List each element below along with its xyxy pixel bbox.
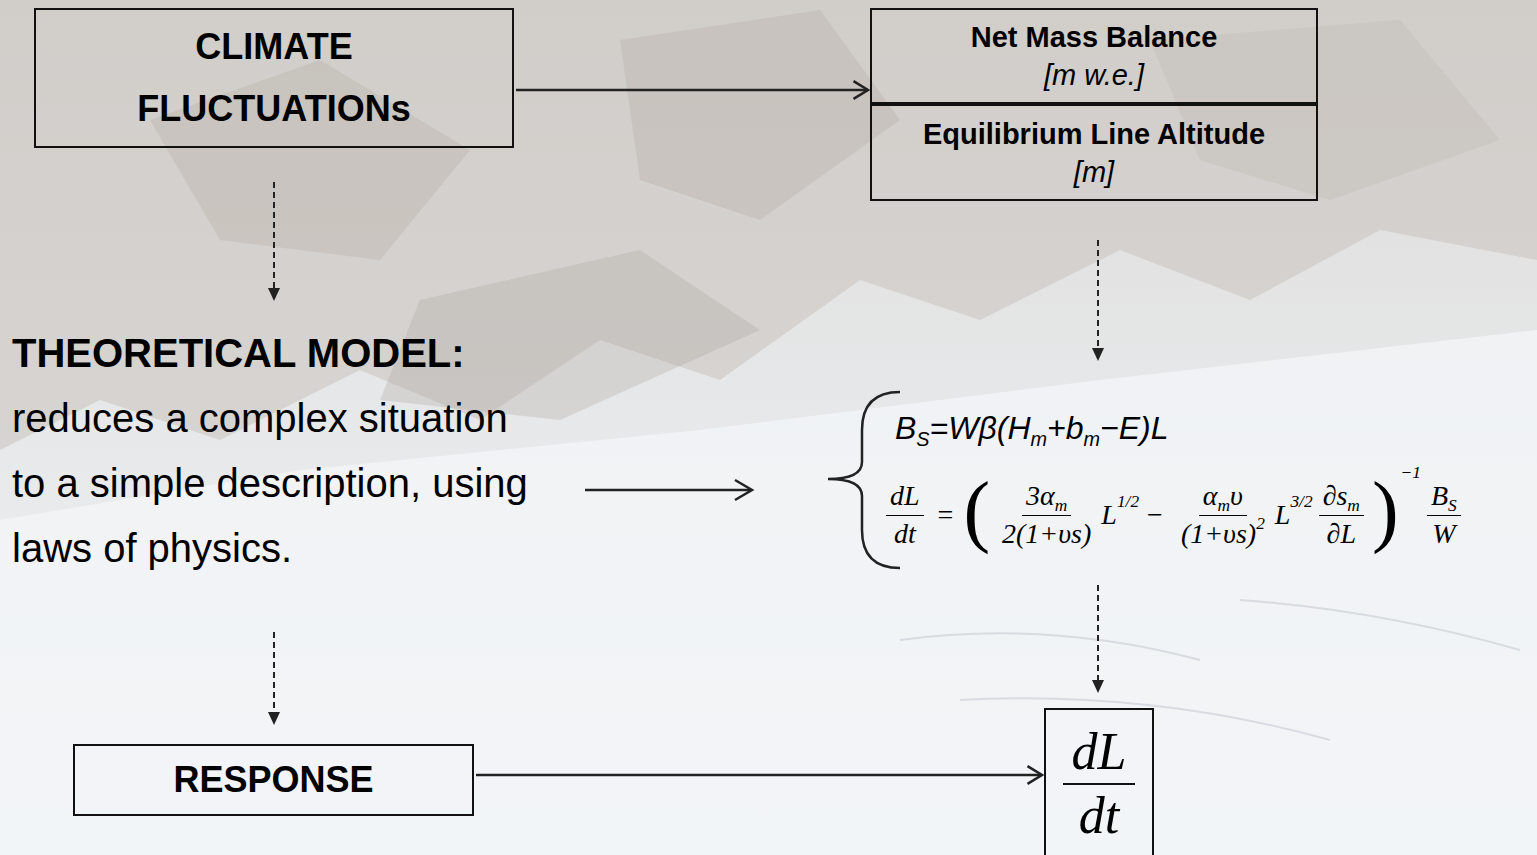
rock-patch — [620, 10, 900, 220]
denominator: dt — [890, 516, 920, 550]
dashed-arrow — [1097, 240, 1099, 350]
mass-balance-equation: BS=Wβ(Hm+bm−E)L — [895, 408, 1169, 452]
solid-arrow — [585, 489, 750, 492]
node-text: CLIMATE FLUCTUATIONs — [104, 16, 444, 140]
node-content: CLIMATE FLUCTUATIONs — [104, 16, 444, 140]
numerator: ∂sm — [1319, 480, 1364, 515]
dashed-arrow — [273, 632, 275, 714]
subscript: m — [1084, 428, 1101, 450]
arrow-head — [268, 712, 280, 725]
arrow-head — [1092, 680, 1104, 693]
fraction-bar — [1063, 783, 1135, 785]
arrow-head — [268, 288, 280, 301]
parenthesis: ) — [1372, 470, 1399, 550]
node-text: dt — [1079, 787, 1119, 845]
fraction: BSW — [1427, 480, 1461, 549]
node-content: Equilibrium Line Altitude[m] — [923, 115, 1265, 191]
superscript: −1 — [1401, 463, 1421, 483]
superscript: 2 — [1256, 514, 1265, 533]
equation-term: L — [1275, 499, 1291, 531]
connector-arrow — [476, 766, 1042, 784]
node-text: Net Mass Balance — [971, 18, 1218, 56]
fraction: 3αm2(1+υs) — [998, 480, 1095, 549]
fraction: ∂sm∂L — [1319, 480, 1364, 549]
numerator: αmυ — [1199, 480, 1247, 515]
subscript: m — [1055, 496, 1068, 515]
subscript: m — [1347, 496, 1360, 515]
equation-term: 3α — [1026, 480, 1055, 511]
numerator: 3αm — [1022, 480, 1071, 515]
numerator: BS — [1427, 480, 1461, 515]
model-heading: THEORETICAL MODEL: — [12, 330, 465, 376]
climate-box: CLIMATE FLUCTUATIONs — [34, 8, 514, 148]
arrow-head — [854, 81, 868, 99]
subscript: S — [916, 428, 929, 450]
node-text: RESPONSE — [173, 758, 373, 802]
fraction: dL dt — [886, 480, 924, 549]
dashed-arrow — [273, 182, 275, 290]
response-box: RESPONSE — [73, 744, 474, 816]
ela-box: Equilibrium Line Altitude[m] — [870, 104, 1318, 201]
equation-term: dL — [890, 480, 920, 511]
fraction: αmυ(1+υs)2 — [1177, 480, 1269, 549]
crevasse-lines — [900, 600, 1520, 740]
equation-term: −E)L — [1100, 410, 1168, 446]
model-description: reduces a complex situation to a simple … — [12, 386, 530, 581]
equation-term: 2(1+υs) — [1002, 518, 1091, 549]
dashed-arrow — [1097, 585, 1099, 682]
denominator: 2(1+υs) — [998, 516, 1095, 550]
subscript: S — [1448, 496, 1457, 515]
length-change-equation: dLdt=(3αm2(1+υs)L1/2−αmυ(1+υs)2L3/2∂sm∂L… — [880, 475, 1467, 555]
node-content: Net Mass Balance[m w.e.] — [971, 18, 1218, 94]
node-text: Equilibrium Line Altitude — [923, 115, 1265, 153]
equation-term: ∂L — [1327, 518, 1356, 549]
denominator: W — [1428, 516, 1459, 550]
equation-term: dt — [894, 518, 916, 549]
equation-term: +b — [1047, 410, 1083, 446]
equation-term: α — [1203, 480, 1218, 511]
equation-term: W — [1432, 518, 1455, 549]
superscript: 1/2 — [1117, 492, 1139, 512]
node-text: [m w.e.] — [1044, 56, 1144, 94]
equation-term: B — [1431, 480, 1448, 511]
subscript: m — [1031, 428, 1048, 450]
arrow-head — [1092, 348, 1104, 361]
result-box: dL dt — [1044, 708, 1154, 855]
node-content: dL dt — [1063, 723, 1135, 845]
arrow-head — [735, 480, 752, 500]
equation-term: = — [938, 499, 954, 531]
superscript: 3/2 — [1290, 492, 1312, 512]
connector-line — [476, 774, 1042, 777]
subscript: m — [1218, 496, 1231, 515]
node-text: dL — [1072, 723, 1127, 781]
node-text: [m] — [1074, 153, 1114, 191]
equation-term: L — [1101, 499, 1117, 531]
equation-term: =Wβ(H — [930, 410, 1031, 446]
equation-term: ∂s — [1323, 480, 1348, 511]
equation-term: (1+υs) — [1181, 518, 1256, 549]
connector-line — [516, 89, 868, 92]
numerator: dL — [886, 480, 924, 515]
equation-term: B — [895, 410, 916, 446]
equation-term: − — [1147, 499, 1163, 531]
denominator: ∂L — [1323, 516, 1360, 550]
denominator: (1+υs)2 — [1177, 516, 1269, 550]
parenthesis: ( — [963, 470, 990, 550]
mass-balance-box: Net Mass Balance[m w.e.] — [870, 8, 1318, 104]
connector-arrow — [516, 81, 868, 99]
equation-term: υ — [1230, 480, 1243, 511]
arrow-head — [1028, 766, 1042, 784]
node-content: RESPONSE — [173, 758, 373, 802]
snow-field — [0, 330, 1537, 855]
